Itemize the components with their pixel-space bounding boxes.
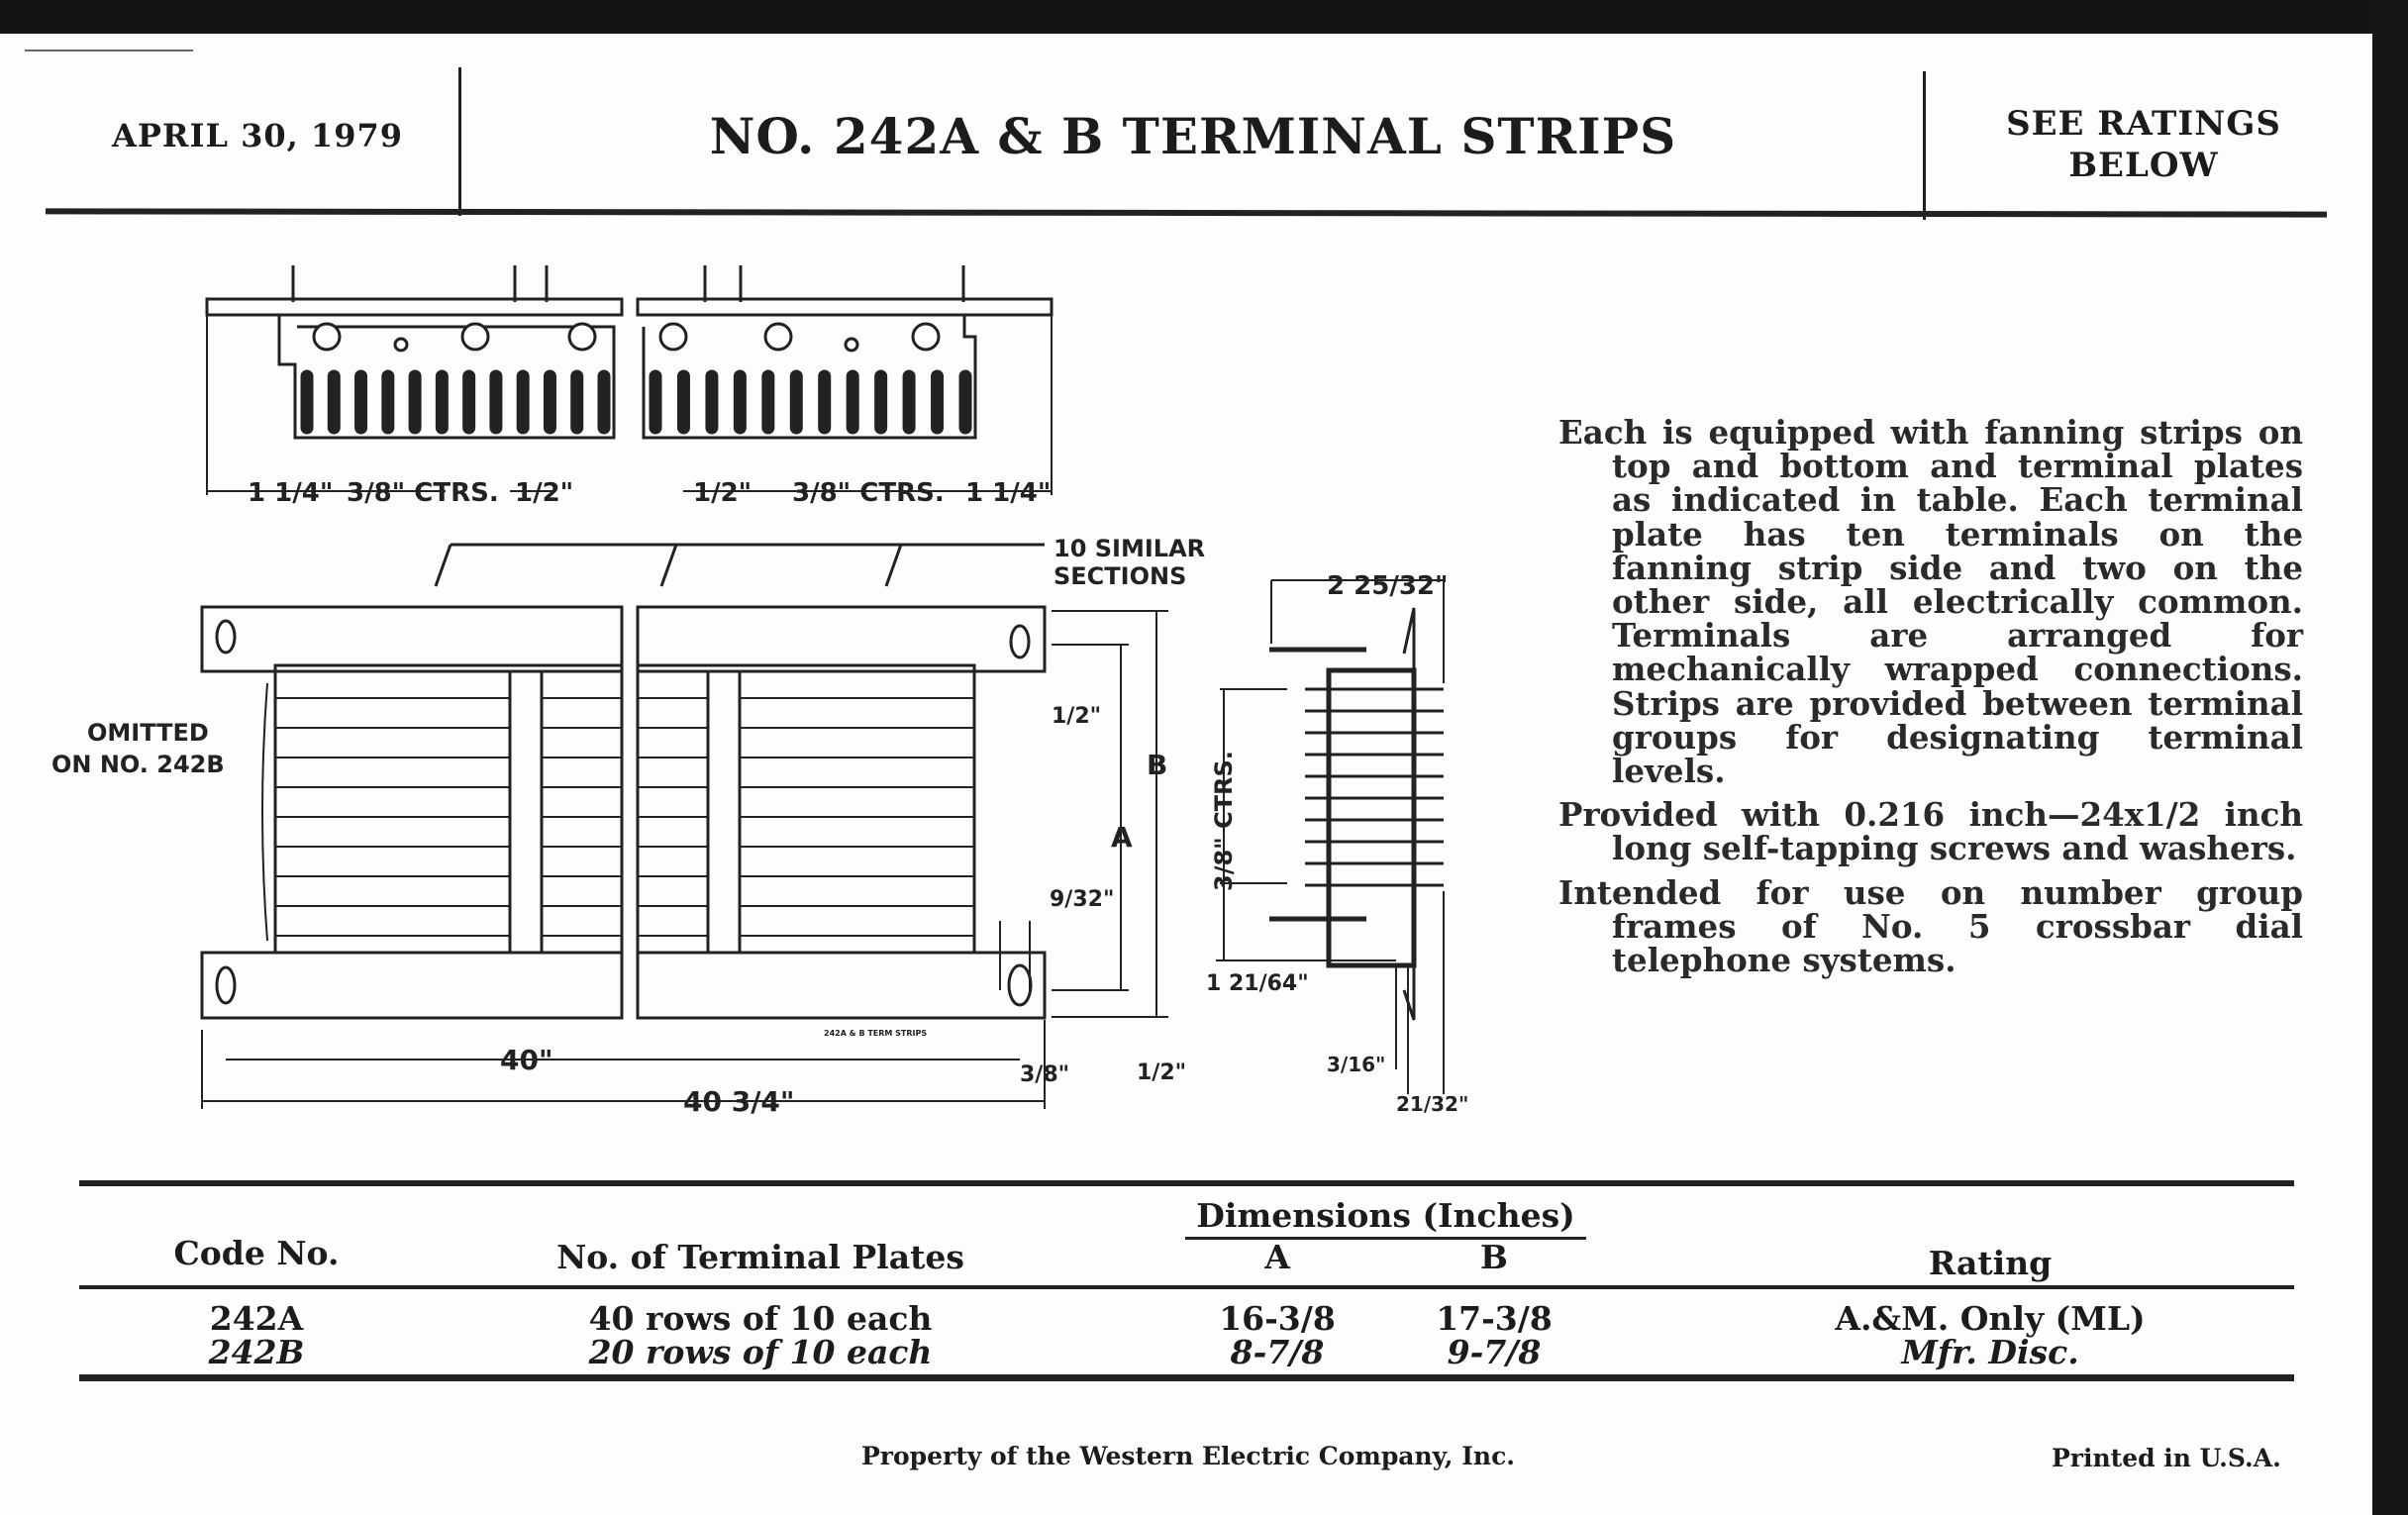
dim-side-bottom: 1 21/64": [1206, 971, 1309, 996]
dim-40-3-4: 40 3/4": [683, 1085, 795, 1118]
description-paragraph: Provided with 0.216 inch—24x1/2 inch lon…: [1558, 795, 2303, 868]
dim-centers-left: 3/8" CTRS.: [347, 478, 499, 508]
table-bottom-rule: [79, 1374, 2294, 1381]
side-terminal-lines: [1305, 687, 1444, 887]
similar-sections-label: 10 SIMILAR: [1054, 535, 1205, 562]
cell-b: 17-3/8: [1436, 1299, 1553, 1338]
tooth: [958, 369, 972, 435]
tooth: [381, 369, 395, 435]
omitted-label: ON NO. 242B: [51, 751, 225, 778]
header-a: A: [1264, 1238, 1290, 1276]
dim-side-width: 2 25/32": [1327, 571, 1449, 601]
tooth: [408, 369, 422, 435]
dim-right-edge: 1 1/4": [965, 478, 1051, 508]
header-b: B: [1480, 1238, 1508, 1276]
dim-40: 40": [500, 1044, 553, 1076]
cell-a: 8-7/8: [1230, 1333, 1325, 1371]
dim-side-flange: 21/32": [1396, 1092, 1468, 1116]
footer-printed: Printed in U.S.A.: [2052, 1444, 2281, 1472]
tooth: [597, 369, 611, 435]
cell-plates: 20 rows of 10 each: [588, 1333, 933, 1371]
table-header-rule: [79, 1285, 2294, 1289]
description: Each is equipped with fanning strips on …: [1558, 413, 2303, 980]
tooth: [733, 369, 747, 435]
tooth: [462, 369, 476, 435]
top-view: [205, 265, 1054, 495]
dim-left-edge: 1 1/4": [248, 478, 333, 508]
table-top-rule: [79, 1180, 2294, 1186]
tooth: [705, 369, 719, 435]
tooth: [649, 369, 662, 435]
dim-gap-right: 1/2": [693, 478, 752, 508]
ratings-note: SEE RATINGS BELOW: [1931, 103, 2357, 186]
description-paragraph: Intended for use on number group frames …: [1558, 872, 2303, 980]
dim-centers-right: 3/8" CTRS.: [792, 478, 945, 508]
tooth: [874, 369, 888, 435]
dim-9-32: 9/32": [1050, 887, 1114, 912]
tooth: [789, 369, 803, 435]
ratings-note-line2: BELOW: [2068, 146, 2219, 185]
scan-right-border: [2372, 0, 2408, 1515]
footer-property: Property of the Western Electric Company…: [861, 1442, 1516, 1470]
cell-rating: A.&M. Only (ML): [1835, 1299, 2146, 1338]
page-title: NO. 242A & B TERMINAL STRIPS: [709, 107, 1677, 165]
header-code: Code No.: [173, 1234, 340, 1272]
tooth: [846, 369, 859, 435]
tooth: [818, 369, 832, 435]
fanning-strip-teeth: [300, 369, 972, 435]
ratings-note-line1: SEE RATINGS: [2006, 104, 2281, 144]
cell-a: 16-3/8: [1219, 1299, 1336, 1338]
tooth: [327, 369, 341, 435]
cell-code: 242B: [208, 1333, 305, 1371]
tooth: [543, 369, 556, 435]
dimensions-underline: [1185, 1237, 1586, 1240]
dim-b: B: [1147, 749, 1167, 781]
description-paragraph: Each is equipped with fanning strips on …: [1558, 413, 2303, 791]
similar-sections-label: SECTIONS: [1054, 562, 1186, 590]
tooth: [300, 369, 314, 435]
side-view: [1216, 579, 1445, 1094]
tooth: [516, 369, 530, 435]
dim-a: A: [1111, 821, 1133, 854]
terminal-rows: [275, 697, 974, 937]
dim-side-centers: 3/8" CTRS.: [1210, 751, 1238, 891]
dim-half-top: 1/2": [1052, 704, 1101, 729]
tooth: [761, 369, 775, 435]
header-divider-right: [1923, 71, 1926, 220]
header-divider-left: [458, 67, 461, 216]
tooth: [902, 369, 916, 435]
tooth: [435, 369, 449, 435]
dimensions-group-header: Dimensions (Inches): [1196, 1196, 1575, 1235]
header-rating: Rating: [1928, 1244, 2053, 1282]
issue-date: APRIL 30, 1979: [112, 117, 403, 154]
tooth: [489, 369, 503, 435]
tooth: [570, 369, 584, 435]
drawing-caption: 242A & B TERM STRIPS: [824, 1029, 927, 1038]
omitted-label: OMITTED: [87, 719, 209, 747]
tooth: [676, 369, 690, 435]
tooth: [354, 369, 368, 435]
cell-rating: Mfr. Disc.: [1901, 1333, 2079, 1371]
corner-rule: [25, 50, 193, 51]
dim-side-plate: 3/16": [1327, 1053, 1385, 1076]
cell-plates: 40 rows of 10 each: [588, 1299, 933, 1338]
scan-top-border: [0, 0, 2408, 34]
dim-gap-left: 1/2": [515, 478, 573, 508]
cell-code: 242A: [209, 1299, 304, 1338]
dim-half-bottom: 1/2": [1137, 1060, 1186, 1085]
tooth: [931, 369, 945, 435]
front-view: [200, 543, 1168, 1109]
header-plates: No. of Terminal Plates: [556, 1238, 964, 1276]
dim-3-8: 3/8": [1020, 1062, 1069, 1087]
cell-b: 9-7/8: [1447, 1333, 1542, 1371]
